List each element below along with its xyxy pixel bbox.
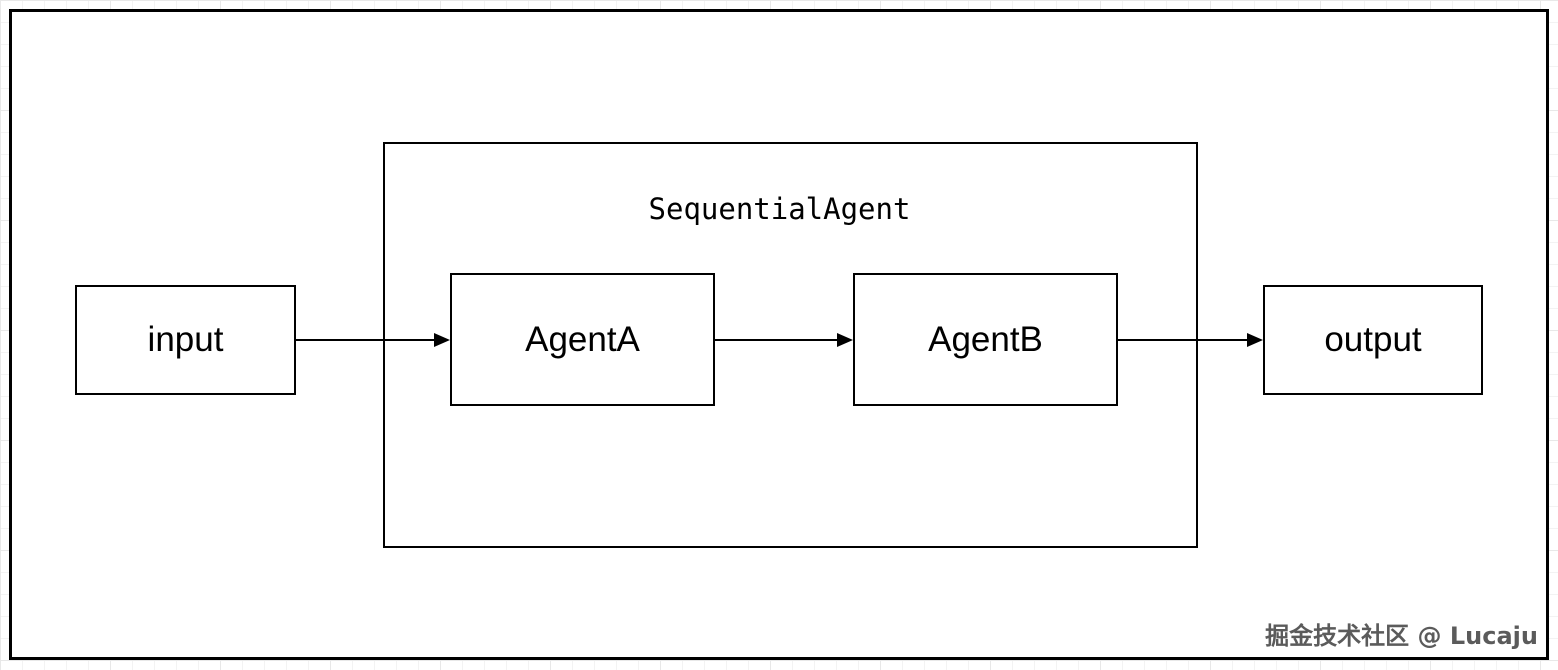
arrow-input-to-agent-a xyxy=(296,339,434,341)
sequential-agent-title: SequentialAgent xyxy=(648,192,911,226)
agent-b-node: AgentB xyxy=(853,273,1118,406)
output-node: output xyxy=(1263,285,1483,395)
output-node-label: output xyxy=(1324,320,1422,359)
agent-b-node-label: AgentB xyxy=(928,319,1043,359)
watermark: 掘金技术社区 @ Lucaju xyxy=(1265,622,1538,650)
input-node: input xyxy=(75,285,296,395)
agent-a-node-label: AgentA xyxy=(525,319,640,359)
input-node-label: input xyxy=(147,320,224,359)
agent-a-node: AgentA xyxy=(450,273,715,406)
diagram-canvas: SequentialAgent input AgentA AgentB outp… xyxy=(9,9,1549,660)
arrow-agent-b-to-output xyxy=(1118,339,1247,341)
arrow-agent-a-to-agent-b xyxy=(714,339,837,341)
